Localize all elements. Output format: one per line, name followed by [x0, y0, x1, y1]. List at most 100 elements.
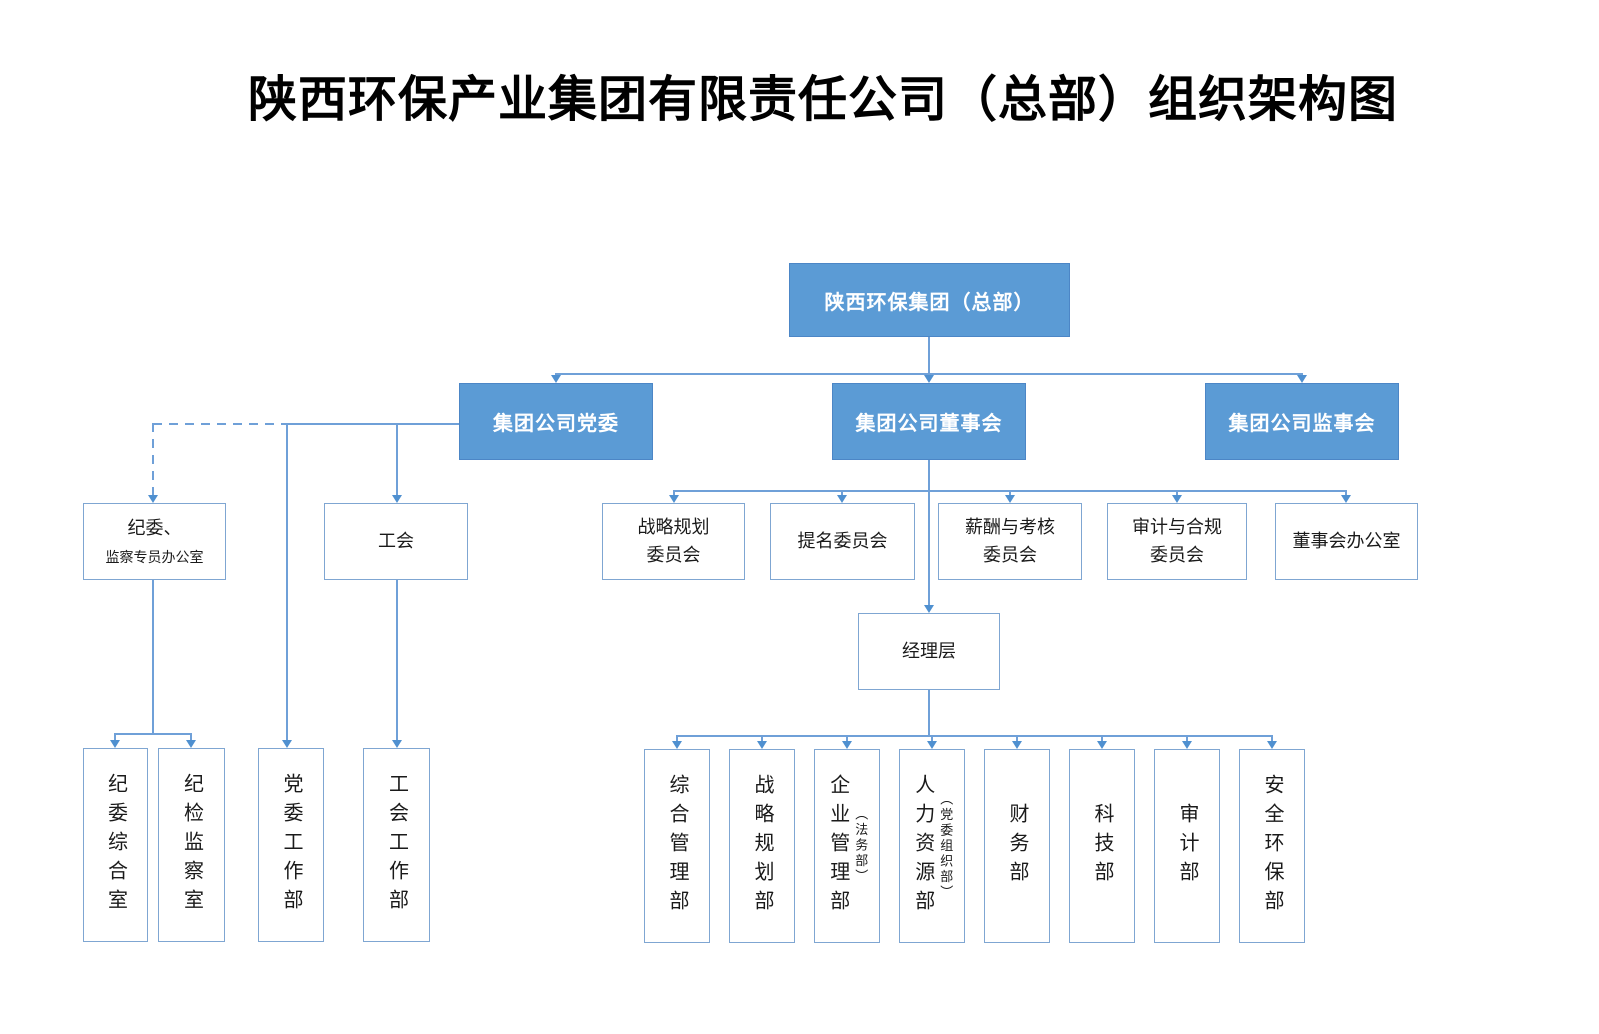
connector-stub-dept-4	[931, 735, 933, 742]
arrow-party	[551, 375, 561, 383]
arrow-discipline-office	[148, 495, 158, 503]
connector-management-down	[928, 690, 930, 735]
node-committee-compensation-label: 薪酬与考核 委员会	[965, 516, 1055, 565]
node-labor-union-label: 工会	[378, 530, 414, 551]
connector-stub-committee-3	[1009, 490, 1011, 497]
connector-stub-committee-2	[841, 490, 843, 497]
connector-stub-dept-8	[1271, 735, 1273, 742]
node-discipline-general-office-label: 纪委综合室	[104, 772, 127, 918]
node-committee-compensation: 薪酬与考核 委员会	[938, 503, 1082, 580]
arrow-discipline-inspection-office	[186, 740, 196, 748]
connector-stub-dept-6	[1101, 735, 1103, 742]
node-dept-enterprise-mgmt-note: （法务部）	[853, 807, 869, 885]
page-title: 陕西环保产业集团有限责任公司（总部）组织架构图	[247, 72, 1399, 127]
connector-board-down	[928, 460, 930, 606]
connector-stub-committee-1	[673, 490, 675, 497]
node-dept-audit: 审计部	[1154, 749, 1220, 943]
node-management: 经理层	[858, 613, 1000, 690]
connector-stub-dept-3	[846, 735, 848, 742]
connector-stub-dept-1	[676, 735, 678, 742]
node-board-office: 董事会办公室	[1275, 503, 1418, 580]
node-management-label: 经理层	[902, 640, 956, 661]
node-supervisory-board-label: 集团公司监事会	[1228, 413, 1376, 435]
connector-discipline-office-down	[152, 580, 154, 733]
connector-stub-discipline-1	[114, 733, 116, 742]
node-discipline-office: 纪委、 监察专员办公室	[83, 503, 226, 580]
node-dept-finance: 财务部	[984, 749, 1050, 943]
connector-party-left-dashed	[153, 423, 287, 425]
node-discipline-office-line1: 纪委、	[127, 518, 182, 538]
node-dept-human-resources-note: （党委组织部）	[938, 791, 954, 901]
connector-union-work-dept-down	[396, 580, 398, 741]
node-dept-general-admin-label: 综合管理部	[666, 773, 688, 919]
node-dept-general-admin: 综合管理部	[644, 749, 710, 943]
node-board-office-label: 董事会办公室	[1292, 530, 1401, 551]
node-dept-finance-label: 财务部	[1006, 802, 1028, 890]
node-discipline-office-line2: 监察专员办公室	[105, 549, 204, 565]
connector-stub-dept-7	[1186, 735, 1188, 742]
node-dept-safety-environment-label: 安全环保部	[1261, 773, 1283, 919]
node-discipline-inspection-office-label: 纪检监察室	[180, 772, 203, 918]
arrow-committee-3	[1005, 495, 1015, 503]
arrow-committee-5	[1341, 495, 1351, 503]
node-union-work-dept: 工会工作部	[363, 748, 430, 942]
connector-dept-branch	[677, 735, 1272, 737]
node-dept-safety-environment: 安全环保部	[1239, 749, 1305, 943]
node-dept-human-resources-label: 人力资源部	[911, 773, 934, 919]
connector-stub-committee-5	[1345, 490, 1347, 497]
arrow-dept-4	[927, 741, 937, 749]
node-party-work-dept-label: 党委工作部	[280, 772, 302, 918]
arrow-dept-2	[757, 741, 767, 749]
arrow-committee-4	[1172, 495, 1182, 503]
node-committee-audit-label: 审计与合规 委员会	[1132, 516, 1222, 565]
node-dept-strategic-planning-label: 战略规划部	[751, 773, 773, 919]
arrow-board	[924, 375, 934, 383]
arrow-committee-1	[669, 495, 679, 503]
node-dept-enterprise-mgmt-label: 企业管理部	[826, 773, 849, 919]
arrow-dept-1	[672, 741, 682, 749]
node-committee-nomination-label: 提名委员会	[797, 530, 888, 551]
node-party-committee: 集团公司党委	[459, 383, 653, 460]
node-dept-strategic-planning: 战略规划部	[729, 749, 795, 943]
node-dept-enterprise-mgmt: 企业管理部 （法务部）	[814, 749, 880, 943]
node-committee-nomination: 提名委员会	[770, 503, 915, 580]
node-dept-technology-label: 科技部	[1091, 802, 1113, 890]
node-party-committee-label: 集团公司党委	[493, 413, 619, 435]
node-root-label: 陕西环保集团（总部）	[824, 291, 1035, 314]
node-party-work-dept: 党委工作部	[258, 748, 324, 942]
connector-party-work-dept-down	[286, 423, 288, 741]
node-supervisory-board: 集团公司监事会	[1205, 383, 1399, 460]
connector-discipline-split	[115, 733, 192, 735]
arrow-discipline-general-office	[110, 740, 120, 748]
connector-stub-dept-2	[761, 735, 763, 742]
arrow-party-work-dept	[282, 740, 292, 748]
node-union-work-dept-label: 工会工作部	[385, 772, 408, 918]
arrow-dept-3	[842, 741, 852, 749]
arrow-dept-6	[1097, 741, 1107, 749]
node-dept-audit-label: 审计部	[1176, 802, 1198, 890]
node-committee-strategy-label: 战略规划 委员会	[637, 516, 710, 565]
node-dept-technology: 科技部	[1069, 749, 1135, 943]
arrow-dept-8	[1267, 741, 1277, 749]
arrow-union-work-dept	[392, 740, 402, 748]
arrow-committee-2	[837, 495, 847, 503]
node-committee-strategy: 战略规划 委员会	[602, 503, 745, 580]
arrow-labor-union	[392, 495, 402, 503]
node-root: 陕西环保集团（总部）	[789, 263, 1070, 337]
connector-stub-committee-4	[1176, 490, 1178, 497]
connector-root-down	[928, 337, 930, 373]
arrow-dept-7	[1182, 741, 1192, 749]
connector-stub-dept-5	[1016, 735, 1018, 742]
connector-party-left-solid	[287, 423, 459, 425]
node-dept-human-resources: 人力资源部 （党委组织部）	[899, 749, 965, 943]
node-discipline-general-office: 纪委综合室	[83, 748, 148, 942]
node-board-label: 集团公司董事会	[855, 413, 1003, 435]
node-labor-union: 工会	[324, 503, 468, 580]
arrow-management	[924, 605, 934, 613]
node-discipline-inspection-office: 纪检监察室	[158, 748, 225, 942]
arrow-supervisory	[1297, 375, 1307, 383]
node-board: 集团公司董事会	[832, 383, 1026, 460]
connector-discipline-down-dashed	[152, 423, 154, 495]
node-committee-audit: 审计与合规 委员会	[1107, 503, 1247, 580]
